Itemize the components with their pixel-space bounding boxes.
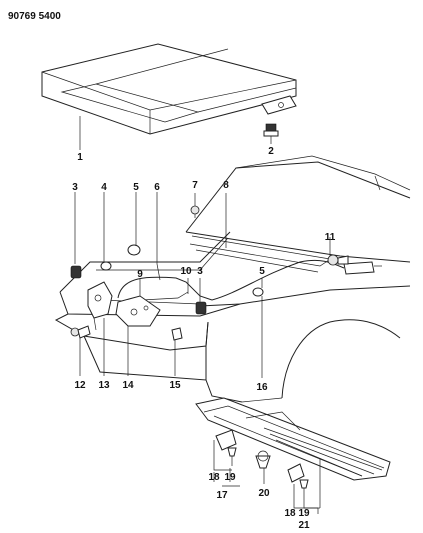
- support-rod-clip: [171, 327, 183, 341]
- callout-1: 1: [77, 152, 83, 163]
- hood-lock-striker: [115, 295, 161, 327]
- hood-bumper-right: [195, 301, 207, 315]
- callout-16: 16: [256, 382, 268, 393]
- cable-clip: [100, 244, 264, 297]
- callout-21: 21: [298, 520, 310, 531]
- callout-3b: 3: [197, 266, 203, 277]
- cowl-screw-right: [299, 479, 309, 498]
- callout-14: 14: [122, 380, 134, 391]
- cowl-top-panel: [195, 397, 391, 481]
- callout-5: 5: [133, 182, 139, 193]
- safety-catch: [70, 325, 91, 339]
- leader-lines: [74, 116, 331, 514]
- callout-11: 11: [325, 232, 336, 243]
- callout-10: 10: [180, 266, 192, 277]
- callout-19b: 19: [298, 508, 310, 519]
- hood-release-handle: [327, 254, 349, 266]
- callout-18: 18: [208, 472, 220, 483]
- hood-latch: [87, 281, 113, 331]
- hood-bumper-left: [70, 265, 82, 279]
- cowl-clip-right: [287, 463, 305, 483]
- callout-13: 13: [98, 380, 110, 391]
- callout-20: 20: [258, 488, 270, 499]
- diagram-id-code: 90769 5400: [8, 11, 61, 22]
- callout-3: 3: [72, 182, 78, 193]
- hood-hinge-bracket: [261, 95, 297, 115]
- callout-4: 4: [101, 182, 107, 193]
- callout-18b: 18: [284, 508, 296, 519]
- callout-5b: 5: [259, 266, 265, 277]
- hood-bumper: [263, 123, 279, 137]
- callout-12: 12: [74, 380, 86, 391]
- hood-panel: [41, 43, 297, 135]
- vehicle-body-outline: [54, 155, 411, 403]
- cowl-grommet: [255, 450, 271, 469]
- cowl-screw-left: [227, 447, 237, 466]
- callout-labels: 1 2 3 4 5 6 7 8 11 9 10 3 5 12 13 14 15 …: [72, 146, 336, 531]
- callout-17: 17: [216, 490, 228, 501]
- cowl-clip-left: [215, 429, 237, 451]
- callout-15: 15: [169, 380, 181, 391]
- callout-9: 9: [137, 269, 143, 280]
- callout-2: 2: [268, 146, 274, 157]
- callout-19: 19: [224, 472, 236, 483]
- callout-7: 7: [192, 180, 198, 191]
- callout-8: 8: [223, 180, 229, 191]
- callout-6: 6: [154, 182, 160, 193]
